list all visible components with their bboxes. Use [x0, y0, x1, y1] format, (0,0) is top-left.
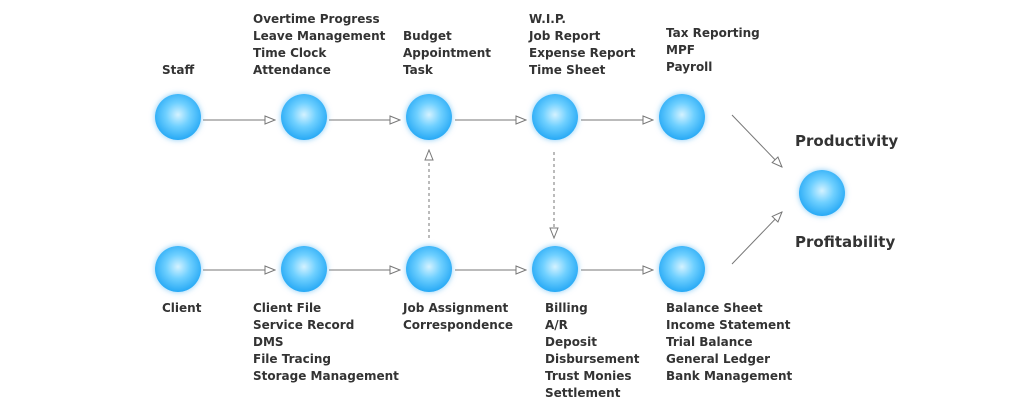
label-line: Expense Report	[529, 46, 636, 60]
node-staff	[155, 94, 201, 140]
label-line: Time Clock	[253, 46, 327, 60]
node-balance	[659, 246, 705, 292]
arrow-tax-to-outcome	[731, 114, 782, 167]
node-clientfile	[281, 246, 327, 292]
label-staff: Staff	[162, 62, 194, 79]
node-client	[155, 246, 201, 292]
label-line: Job Report	[529, 29, 601, 43]
label-line: Bank Management	[666, 369, 793, 383]
label-line: Client File	[253, 301, 322, 315]
label-tax: Tax Reporting MPF Payroll	[666, 25, 760, 76]
label-line: Time Sheet	[529, 63, 606, 77]
label-job: Job Assignment Correspondence	[403, 300, 513, 334]
label-line: General Ledger	[666, 352, 770, 366]
label-line: Job Assignment	[403, 301, 509, 315]
label-line: Task	[403, 63, 433, 77]
node-job	[406, 246, 452, 292]
node-wip	[532, 94, 578, 140]
label-line: Trial Balance	[666, 335, 753, 349]
arrow-balance-to-outcome	[731, 212, 782, 265]
label-line: File Tracing	[253, 352, 331, 366]
label-line: Payroll	[666, 60, 713, 74]
label-line: A/R	[545, 318, 568, 332]
label-line: Deposit	[545, 335, 597, 349]
productivity-label: Productivity	[795, 132, 899, 150]
node-time	[281, 94, 327, 140]
label-line: Attendance	[253, 63, 331, 77]
label-line: Trust Monies	[545, 369, 632, 383]
label-line: Service Record	[253, 318, 355, 332]
label-line: Billing	[545, 301, 588, 315]
label-line: Correspondence	[403, 318, 514, 332]
label-line: MPF	[666, 43, 695, 57]
node-tax	[659, 94, 705, 140]
node-outcome	[799, 170, 845, 216]
label-line: Budget	[403, 29, 452, 43]
label-line: Client	[162, 301, 202, 315]
label-clientfile: Client File Service Record DMS File Trac…	[253, 300, 399, 385]
profitability-label: Profitability	[795, 233, 896, 251]
label-balance: Balance Sheet Income Statement Trial Bal…	[666, 300, 792, 385]
label-billing: Billing A/R Deposit Disbursement Trust M…	[545, 300, 639, 402]
label-client: Client	[162, 300, 201, 317]
label-line: Income Statement	[666, 318, 791, 332]
label-line: Balance Sheet	[666, 301, 763, 315]
label-line: Appointment	[403, 46, 492, 60]
label-line: DMS	[253, 335, 284, 349]
label-time: Overtime Progress Leave Management Time …	[253, 11, 385, 79]
node-budget	[406, 94, 452, 140]
node-billing	[532, 246, 578, 292]
label-line: Leave Management	[253, 29, 386, 43]
label-line: Overtime Progress	[253, 12, 380, 26]
label-wip: W.I.P. Job Report Expense Report Time Sh…	[529, 11, 636, 79]
label-line: Storage Management	[253, 369, 399, 383]
label-line: Disbursement	[545, 352, 640, 366]
label-line: W.I.P.	[529, 12, 566, 26]
label-line: Staff	[162, 63, 195, 77]
label-budget: Budget Appointment Task	[403, 28, 491, 79]
label-line: Settlement	[545, 386, 621, 400]
label-line: Tax Reporting	[666, 26, 760, 40]
